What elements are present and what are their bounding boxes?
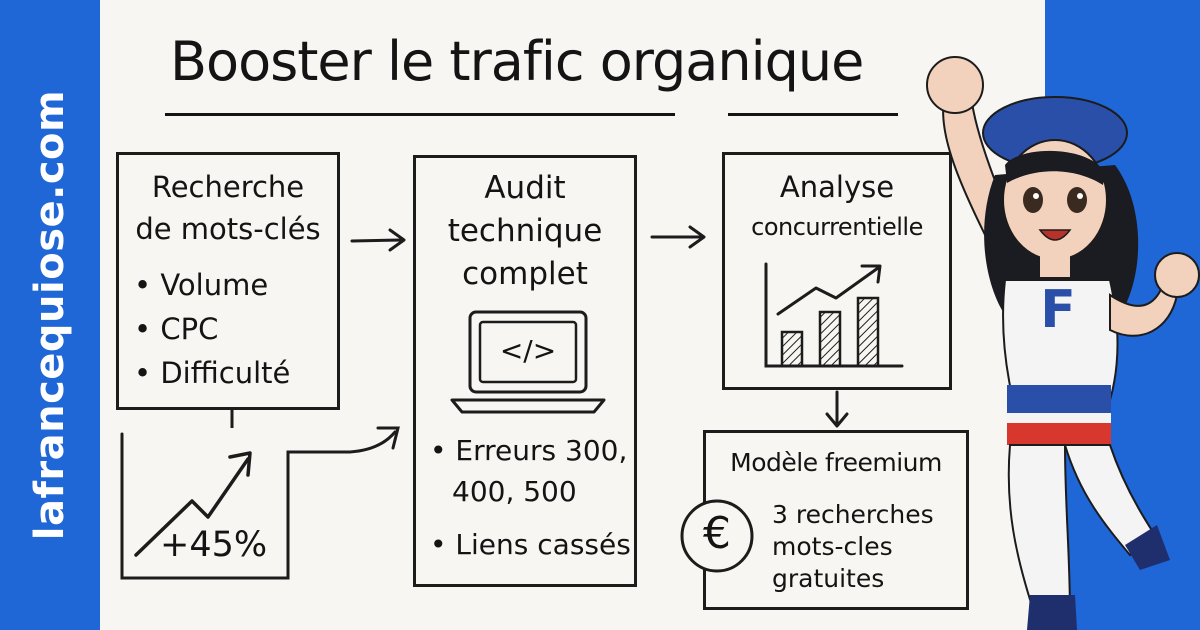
code-symbol: </>	[499, 334, 557, 367]
mascot-character	[926, 56, 1200, 630]
bullet-broken-links-text: Liens cassés	[455, 528, 631, 561]
euro-coin-icon	[680, 499, 754, 573]
arrow-down-icon	[825, 390, 849, 428]
freemium-line-1: 3 recherches	[772, 500, 934, 529]
keyword-research-title-1: Recherche	[151, 170, 305, 204]
laptop-code-icon	[450, 310, 606, 414]
arrow-right-icon	[350, 228, 406, 252]
mascot-shirt-letter: F	[1040, 280, 1076, 340]
growth-trend-arrow-icon	[134, 451, 252, 557]
euro-symbol: €	[703, 508, 731, 559]
growth-frame	[120, 410, 400, 580]
keyword-research-box	[116, 152, 340, 410]
bullet-volume: • Volume	[134, 268, 269, 302]
bullet-errors-2: 400, 500	[452, 475, 577, 508]
technical-audit-title-2: technique	[447, 213, 603, 249]
bullet-difficulty: • Difficulté	[134, 356, 291, 390]
freemium-line-2: mots-cles	[772, 532, 893, 561]
arrow-right-icon-2	[650, 225, 706, 249]
freemium-model-title: Modèle freemium	[730, 448, 942, 477]
technical-audit-title-1: Audit	[484, 170, 566, 206]
bullet-cpc: • CPC	[134, 312, 219, 346]
competitive-analysis-title-2: concurrentielle	[751, 213, 923, 241]
freemium-line-3: gratuites	[772, 564, 885, 593]
competitive-analysis-title-1: Analyse	[779, 170, 895, 204]
bullet-errors-1: • Erreurs 300,	[430, 434, 628, 467]
title-underline-right	[728, 113, 898, 116]
technical-audit-box	[413, 155, 637, 587]
bullet-difficulty-text: Difficulté	[160, 356, 291, 390]
bullet-cpc-text: CPC	[160, 312, 219, 346]
site-name[interactable]: lafrancequiose.com	[27, 89, 73, 541]
bullet-errors-text-1: Erreurs 300,	[455, 434, 628, 467]
bullet-volume-text: Volume	[160, 268, 269, 302]
keyword-research-title-2: de mots-clés	[135, 212, 321, 246]
title-underline-left	[165, 113, 675, 116]
technical-audit-title-3: complet	[462, 256, 588, 292]
page-title: Booster le trafic organique	[170, 30, 864, 93]
bullet-broken-links: • Liens cassés	[430, 528, 631, 561]
bar-chart-icon	[764, 262, 904, 368]
left-brand-band	[0, 0, 100, 630]
growth-label: +45%	[160, 525, 268, 565]
